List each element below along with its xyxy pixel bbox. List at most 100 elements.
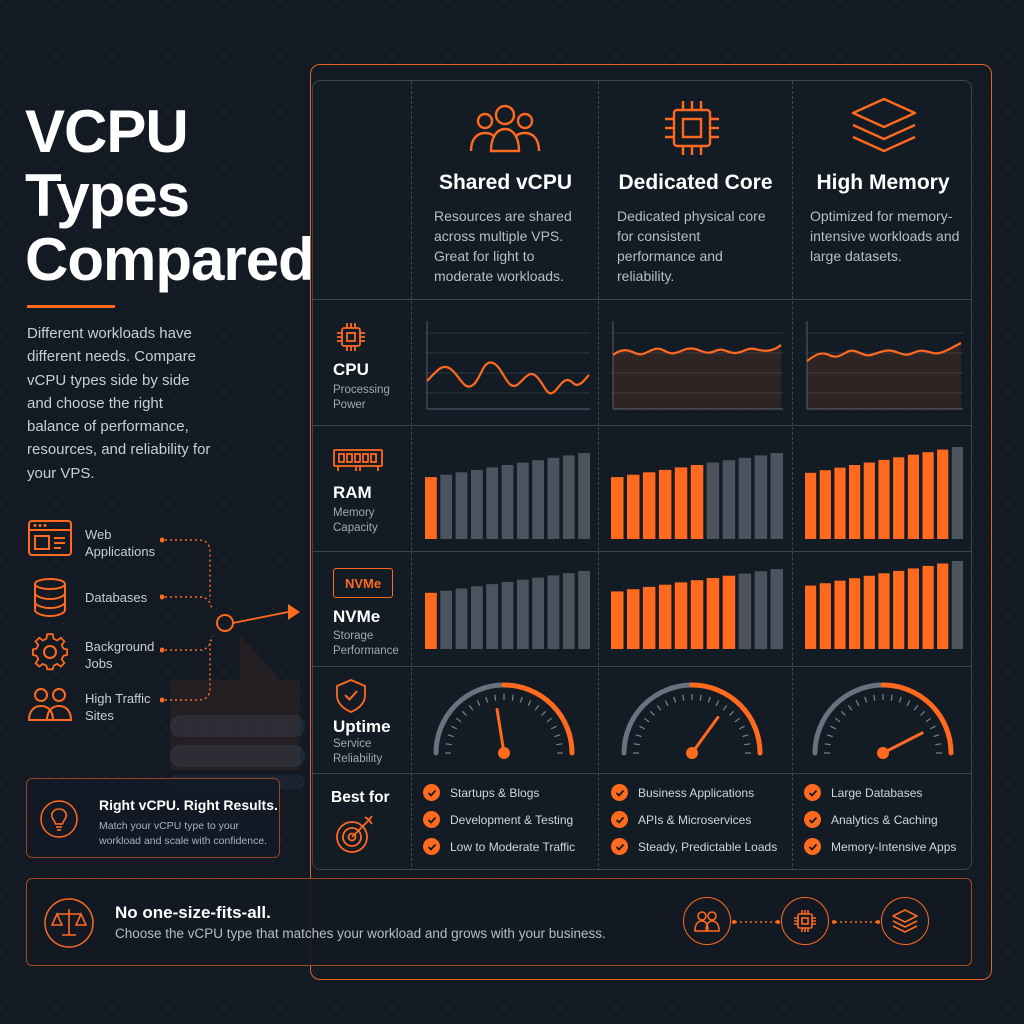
title-underline: [27, 305, 115, 308]
gauge-tick: [556, 743, 563, 746]
bar: [501, 581, 514, 649]
nvme-icon: NVMe: [333, 568, 393, 598]
gauge-tick: [445, 743, 452, 746]
best-for-item: Memory-Intensive Apps: [804, 838, 956, 855]
bar: [471, 586, 483, 649]
chip-icon: [665, 101, 719, 155]
bar: [501, 465, 514, 539]
check-icon: [804, 784, 821, 801]
bar: [627, 474, 640, 539]
bar: [642, 586, 656, 649]
gauge-arc: [812, 682, 886, 756]
check-icon: [611, 811, 628, 828]
bar: [893, 570, 905, 649]
column-title: Shared vCPU: [438, 171, 573, 194]
column-description: Dedicated physical core for consistent p…: [617, 208, 766, 284]
bar: [922, 452, 934, 539]
gauge-tick: [494, 694, 497, 701]
scales-icon: [44, 898, 94, 948]
gauge-needle: [495, 708, 506, 755]
bar: [878, 459, 890, 539]
bar: [578, 571, 590, 649]
bar: [770, 453, 783, 539]
check-icon: [611, 838, 628, 855]
gauge-arc: [433, 682, 507, 756]
bar: [834, 580, 846, 649]
gauge-tick: [855, 700, 860, 707]
comparison-frame: [310, 64, 992, 980]
bar: [516, 579, 529, 649]
target-icon: [336, 815, 373, 853]
gauge-tick: [898, 696, 902, 703]
gauge-tick: [873, 694, 876, 701]
row-subtitle: Memory Capacity: [333, 507, 378, 534]
column-title: High Memory: [816, 171, 950, 194]
gauge-tick: [554, 734, 561, 738]
best-for-text: Startups & Blogs: [450, 785, 540, 800]
gauge-tick: [707, 696, 711, 703]
bar: [455, 588, 468, 649]
gear-icon: [31, 633, 69, 671]
bar: [863, 575, 875, 649]
gauge-tick: [455, 717, 462, 723]
gauge-tick: [461, 710, 467, 716]
nvme-bars-dedicated: [611, 569, 783, 649]
gauge-tick: [840, 710, 846, 716]
bar: [754, 455, 768, 539]
bar: [893, 457, 905, 539]
bar: [819, 583, 831, 649]
best-for-text: APIs & Microservices: [638, 812, 752, 827]
cpu-chart-shared: [425, 321, 590, 410]
bar: [455, 472, 468, 539]
gauge-tick: [699, 694, 702, 701]
bar: [722, 460, 736, 539]
gauge-tick: [633, 743, 640, 746]
bar: [907, 454, 919, 539]
bar: [516, 462, 529, 539]
gauge-tick: [649, 710, 655, 716]
check-icon: [423, 811, 440, 828]
bar: [738, 573, 752, 649]
row-title: Best for: [331, 789, 390, 806]
bar: [722, 575, 736, 649]
bar: [674, 582, 688, 649]
comparison-table: Shared vCPU Resources are shared across …: [312, 80, 972, 870]
gauge-tick: [664, 700, 669, 707]
gauge-arc: [689, 682, 763, 756]
ram-module-icon: [333, 449, 383, 471]
row-subtitle: Processing Power: [333, 384, 390, 411]
callout-card: Right vCPU. Right Results. Match your vC…: [26, 778, 280, 858]
row-title: RAM: [333, 483, 372, 502]
bar: [532, 460, 544, 539]
banner-text: Choose the vCPU type that matches your w…: [115, 926, 606, 941]
gauge-needle: [690, 715, 720, 755]
bar: [951, 561, 963, 649]
gauge-tick: [826, 734, 833, 738]
best-for-item: Startups & Blogs: [423, 784, 539, 801]
gauge-tick: [913, 704, 919, 711]
uptime-gauge-memory: [812, 682, 954, 759]
banner-layers-icon: [881, 897, 929, 945]
banner-connector-dots: [732, 920, 880, 924]
gauge-tick: [682, 694, 685, 701]
gauge-tick: [929, 725, 936, 730]
bar: [907, 568, 919, 649]
check-icon: [611, 784, 628, 801]
best-for-text: Development & Testing: [450, 812, 574, 827]
bar: [674, 467, 688, 539]
bar: [578, 453, 590, 539]
row-divider: [313, 551, 971, 552]
bar: [738, 457, 752, 539]
bar: [706, 578, 720, 649]
gauge-tick: [550, 725, 557, 730]
row-divider: [313, 299, 971, 300]
bar: [486, 584, 499, 649]
gauge-tick: [920, 710, 926, 716]
nvme-bars-memory: [805, 561, 963, 649]
nvme-icon-text: NVMe: [344, 575, 382, 591]
best-for-item: Analytics & Caching: [804, 811, 938, 828]
workload-item-traffic: [26, 682, 74, 726]
callout-text: Match your vCPU type to your workload an…: [99, 820, 268, 847]
bar: [690, 580, 704, 649]
gauge-tick: [933, 734, 940, 738]
